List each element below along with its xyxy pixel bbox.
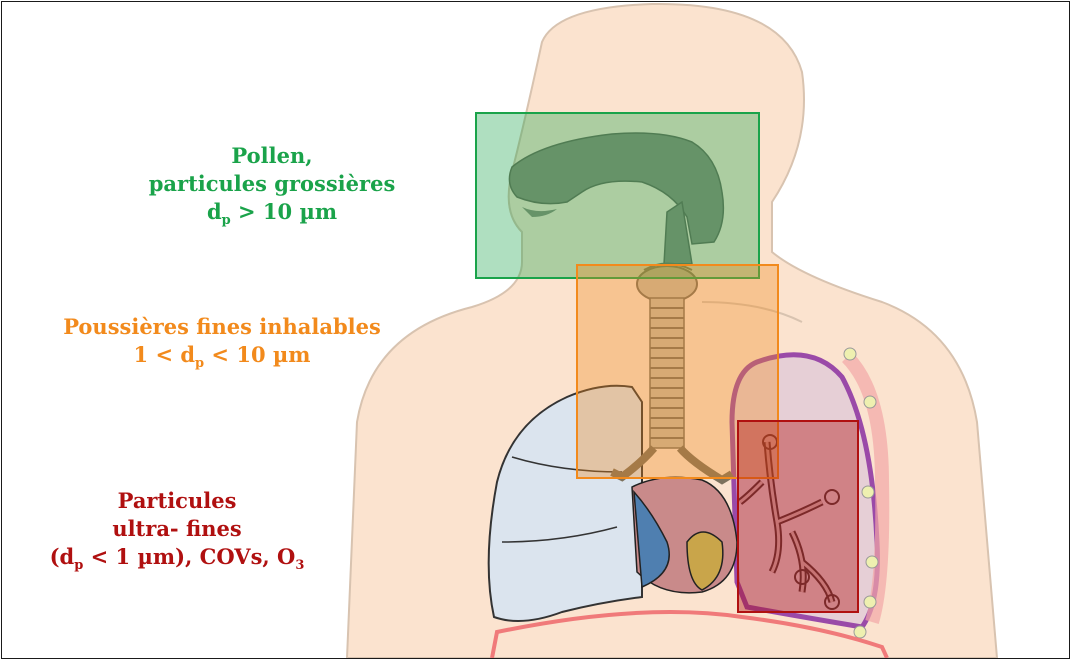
ultrafine-label-line1: Particules (22, 487, 332, 515)
ultrafine-size-mid: < 1 µm), COVs, O (83, 544, 295, 569)
ultrafine-particles-label: Particules ultra- fines (dp < 1 µm), COV… (22, 487, 332, 571)
ultrafine-particle-zone (737, 420, 859, 613)
coarse-size-sub: p (222, 213, 231, 228)
coarse-size-range: dp > 10 µm (102, 198, 442, 226)
fine-size-range: 1 < dp < 10 µm (22, 341, 422, 369)
fine-size-suffix: < 10 µm (204, 342, 310, 367)
coarse-size-suffix: > 10 µm (231, 199, 337, 224)
ultrafine-size-range: (dp < 1 µm), COVs, O3 (22, 543, 332, 571)
heart-icon (632, 477, 737, 593)
coarse-particle-zone (475, 112, 760, 279)
ultrafine-size-sub2: 3 (295, 558, 304, 573)
coarse-size-prefix: d (207, 199, 222, 224)
fine-size-sub: p (195, 356, 204, 371)
fine-size-prefix: 1 < d (134, 342, 196, 367)
coarse-label-line1: Pollen, (102, 142, 442, 170)
ultrafine-label-line2: ultra- fines (22, 515, 332, 543)
coarse-particles-label: Pollen, particules grossières dp > 10 µm (102, 142, 442, 226)
ultrafine-size-prefix: (d (50, 544, 75, 569)
fine-particles-label: Poussières fines inhalables 1 < dp < 10 … (22, 313, 422, 369)
ultrafine-size-sub: p (74, 558, 83, 573)
coarse-label-line2: particules grossières (102, 170, 442, 198)
fine-label-line1: Poussières fines inhalables (22, 313, 422, 341)
